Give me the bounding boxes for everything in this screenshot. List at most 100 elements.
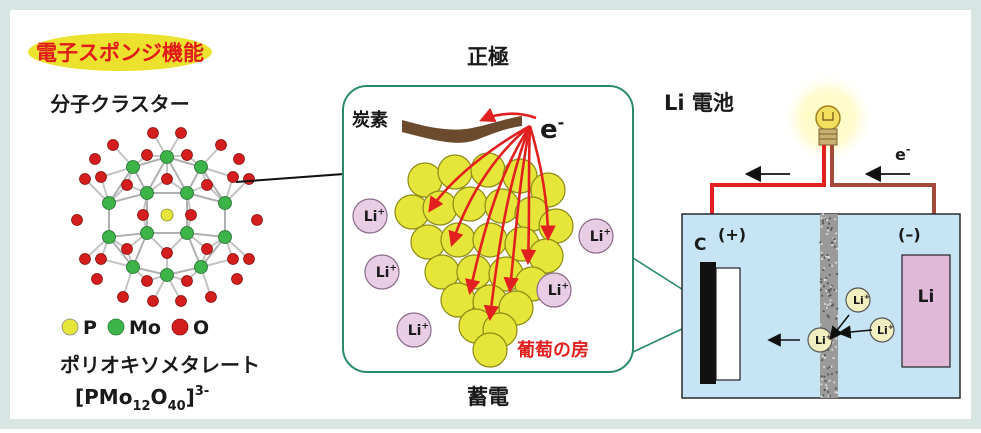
separator-grain [831, 330, 835, 333]
oxygen-atom [251, 214, 263, 226]
separator-grain [836, 315, 839, 318]
separator-grain [823, 302, 827, 305]
separator-grain [832, 356, 835, 360]
electron-path-arrow [479, 107, 537, 123]
separator-grain [821, 294, 824, 297]
li-ion-label: Li+ [853, 292, 870, 307]
polyoxometalate-name: ポリオキソメタレート [60, 353, 260, 377]
separator-grain [835, 261, 838, 264]
separator-grain [822, 268, 825, 271]
molybdenum-atom [194, 260, 208, 274]
separator-strip [820, 214, 838, 398]
grape [538, 208, 574, 244]
mo-mo-bond [108, 166, 134, 204]
grape [437, 154, 473, 190]
cathode-label: C [694, 235, 706, 255]
oxygen-atom [181, 149, 193, 161]
oxygen-atom [181, 275, 193, 287]
separator-grain [821, 378, 824, 381]
molybdenum-legend-label: Mo [129, 317, 161, 339]
separator-grain [821, 254, 824, 257]
separator-grain [826, 226, 830, 229]
li-ion-label: Li+ [548, 282, 569, 299]
molybdenum-atom [180, 226, 194, 240]
li-ion-label: Li+ [815, 332, 832, 347]
li-ion-label: Li+ [590, 228, 611, 245]
li-ion-circle [536, 272, 572, 308]
separator-grain [831, 264, 834, 267]
electron-path-arrow [503, 125, 532, 294]
separator-grain [822, 222, 825, 225]
separator-grain [835, 232, 838, 235]
oxygen-atom [141, 149, 153, 161]
separator-grain [820, 216, 823, 219]
separator-grain [827, 390, 830, 393]
separator-grain [827, 256, 830, 259]
battery-li-ion: Li+ [869, 317, 895, 343]
separator-grain [823, 365, 826, 368]
mo-mo-bond [200, 166, 226, 204]
separator-grain [835, 371, 838, 374]
circuit-electron-label: e- [895, 143, 910, 164]
oxygen-atom [141, 275, 153, 287]
oxygen-atom [79, 173, 91, 185]
li-ion-circle [578, 218, 614, 254]
separator-grain [819, 288, 823, 291]
separator-grain [826, 304, 830, 307]
separator-grain [829, 299, 832, 302]
molybdenum-atom [160, 150, 174, 164]
grape [410, 224, 446, 260]
li-ion-circle [352, 198, 388, 234]
battery-li-ion: Li+ [807, 327, 833, 353]
separator-grain [825, 289, 828, 292]
separator-grain [831, 348, 834, 351]
battery-li-ion: Li+ [845, 287, 871, 313]
li-ion-circle [396, 312, 432, 348]
molybdenum-atom [140, 186, 154, 200]
separator-grain [826, 282, 830, 285]
oxygen-atom [121, 179, 133, 191]
separator-grain [836, 247, 839, 250]
cathode-heading: 正極 [467, 45, 509, 69]
electron-path-arrows [428, 107, 556, 322]
separator [819, 213, 839, 398]
li-ion-label: Li+ [408, 322, 429, 339]
oxygen-atom [91, 273, 103, 285]
molybdenum-legend-dot [107, 318, 125, 336]
electrode-li-ion: Li+ [364, 254, 400, 290]
separator-grain [820, 278, 823, 281]
separator-grain [820, 375, 823, 378]
li-ion-label: Li+ [877, 322, 894, 337]
minus-terminal-label: (–) [898, 225, 921, 244]
li-ion-circle [845, 287, 871, 313]
separator-grain [819, 284, 822, 287]
electrode-li-ion: Li+ [536, 272, 572, 308]
separator-grain [828, 365, 831, 368]
separator-grain [827, 395, 830, 398]
oxygen-atom [161, 247, 173, 259]
separator-grain [830, 227, 833, 230]
separator-grain [833, 245, 837, 248]
oxygen-atom [147, 295, 159, 307]
separator-grain [824, 379, 827, 383]
separator-grain [825, 387, 829, 390]
molybdenum-atom [218, 196, 232, 210]
battery-li-ions: Li+ Li+ Li+ [807, 287, 895, 353]
cluster-title: 分子クラスター [50, 92, 190, 116]
oxygen-atom [137, 209, 149, 221]
oxygen-atom [201, 179, 213, 191]
oxygen-atom [95, 253, 107, 265]
separator-grain [826, 306, 829, 309]
separator-grain [825, 255, 828, 258]
separator-grain [831, 243, 834, 247]
cathode-layer [715, 267, 741, 381]
oxygen-legend-dot [171, 318, 189, 336]
electron-path-arrow [483, 125, 532, 322]
bulb-base [818, 128, 838, 146]
sponge-badge-text: 電子スポンジ機能 [36, 41, 204, 65]
separator-grain [828, 264, 831, 267]
separator-grain [827, 314, 830, 317]
ion-arrow-right [837, 325, 873, 339]
carbon-label: 炭素 [352, 109, 388, 131]
separator-grain [819, 323, 822, 326]
